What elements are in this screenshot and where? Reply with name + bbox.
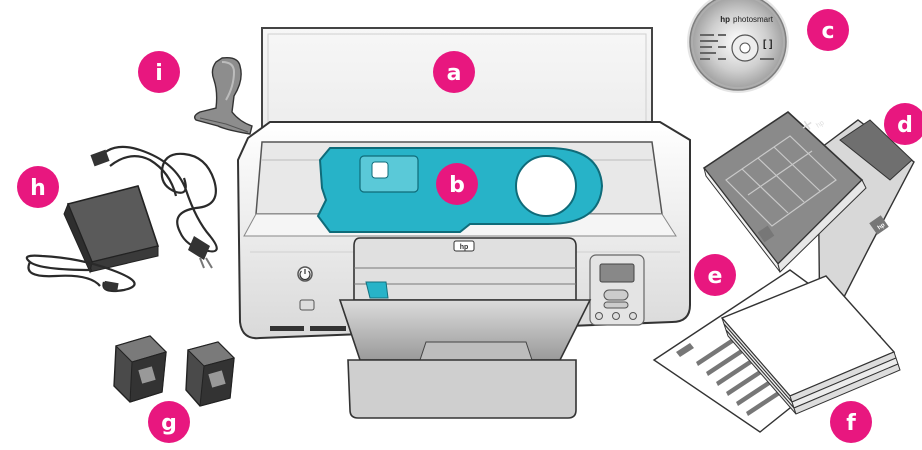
memory-card-slot bbox=[270, 326, 304, 331]
svg-text:g: g bbox=[161, 411, 177, 436]
callout-f: f bbox=[830, 401, 872, 443]
svg-text:d: d bbox=[897, 113, 913, 138]
usb-port-icon bbox=[300, 300, 314, 310]
svg-text:h: h bbox=[30, 176, 46, 201]
software-cd: hp photosmart [ ] bbox=[690, 0, 786, 90]
control-panel bbox=[590, 255, 644, 325]
cd-product-label: photosmart bbox=[733, 15, 774, 24]
ink-cartridge bbox=[186, 342, 234, 406]
ink-cartridges bbox=[114, 336, 234, 406]
svg-text:a: a bbox=[447, 61, 462, 86]
callout-b: b bbox=[436, 163, 478, 205]
svg-text:[ ]: [ ] bbox=[763, 39, 772, 50]
svg-text:f: f bbox=[846, 411, 856, 436]
paper-tray: hp bbox=[340, 238, 590, 418]
ink-cartridge bbox=[114, 336, 166, 402]
svg-text:b: b bbox=[449, 173, 465, 198]
cartridge-protector bbox=[195, 58, 252, 134]
callout-i: i bbox=[138, 51, 180, 93]
callout-h: h bbox=[17, 166, 59, 208]
callout-g: g bbox=[148, 401, 190, 443]
cd-brand-label: hp bbox=[720, 15, 730, 24]
svg-text:hp: hp bbox=[815, 119, 825, 129]
svg-text:hp: hp bbox=[460, 244, 469, 251]
callout-a: a bbox=[433, 51, 475, 93]
svg-text:i: i bbox=[155, 61, 163, 86]
power-adapter bbox=[27, 147, 217, 291]
svg-text:e: e bbox=[708, 264, 723, 289]
memory-card-slot bbox=[310, 326, 346, 331]
callout-c: c bbox=[807, 9, 849, 51]
callout-e: e bbox=[694, 254, 736, 296]
svg-text:c: c bbox=[821, 19, 834, 44]
